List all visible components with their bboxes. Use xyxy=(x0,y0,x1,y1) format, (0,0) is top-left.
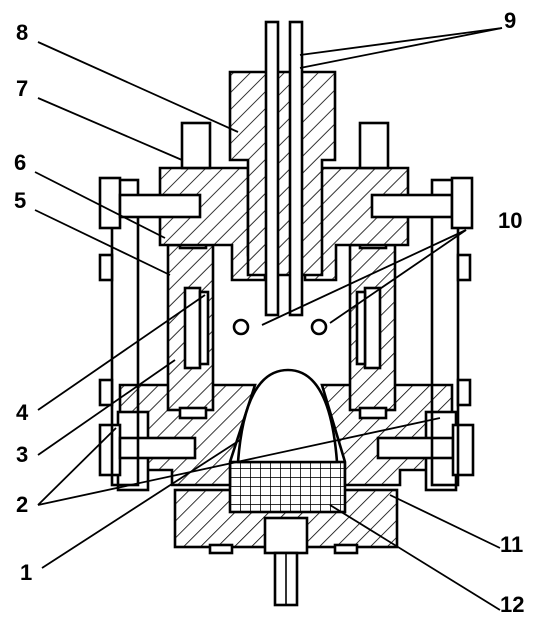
label-7: 7 xyxy=(16,76,28,101)
label-11: 11 xyxy=(500,532,523,557)
ports xyxy=(232,318,328,336)
leader-lines xyxy=(34,27,503,611)
label-12: 12 xyxy=(500,592,524,617)
label-8: 8 xyxy=(16,20,28,45)
label-2: 2 xyxy=(16,492,28,517)
label-9: 9 xyxy=(504,8,516,33)
label-1: 1 xyxy=(20,560,32,585)
electrode-holder xyxy=(228,70,337,277)
bottom-stem xyxy=(263,516,309,607)
side-tie-bars xyxy=(98,178,472,487)
part-labels: 8 7 6 5 4 3 2 1 9 10 11 12 xyxy=(14,8,524,617)
label-3: 3 xyxy=(16,442,28,467)
label-10: 10 xyxy=(498,208,522,233)
dome-holder xyxy=(236,368,339,464)
label-4: 4 xyxy=(16,400,29,425)
heater-block xyxy=(228,460,347,514)
chamber-walls xyxy=(166,236,397,420)
label-6: 6 xyxy=(14,150,26,175)
label-5: 5 xyxy=(14,188,26,213)
upper-studs xyxy=(180,121,390,170)
electrodes xyxy=(264,20,304,317)
